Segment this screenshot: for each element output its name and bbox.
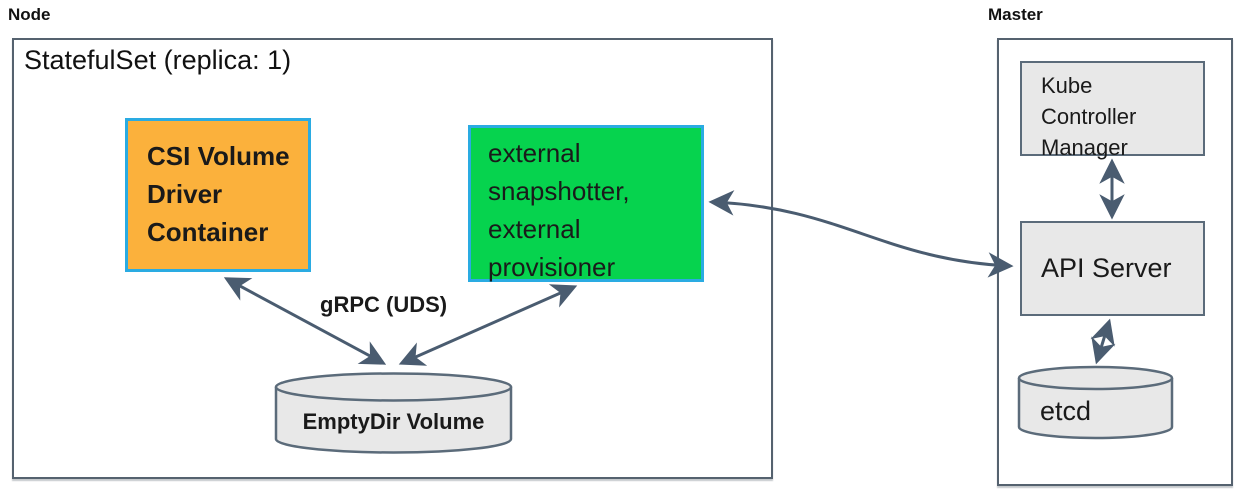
node-section-label: Node: [8, 5, 51, 24]
grpc-uds-label: gRPC (UDS): [320, 292, 448, 317]
emptydir-volume-label: EmptyDir Volume: [302, 409, 485, 434]
statefulset-label: StatefulSet (replica: 1): [24, 45, 292, 75]
api-server-label: API Server: [1041, 253, 1172, 283]
kube-controller-manager-box: Kube Controller Manager: [1020, 61, 1205, 160]
external-snapshotter-provisioner-box: external snapshotter, external provision…: [468, 125, 704, 282]
csi-volume-driver-container-box: CSI Volume Driver Container: [125, 118, 311, 272]
master-section-label: Master: [988, 5, 1043, 24]
api-server-box: API Server: [1020, 221, 1205, 316]
etcd-label: etcd: [1040, 396, 1092, 426]
